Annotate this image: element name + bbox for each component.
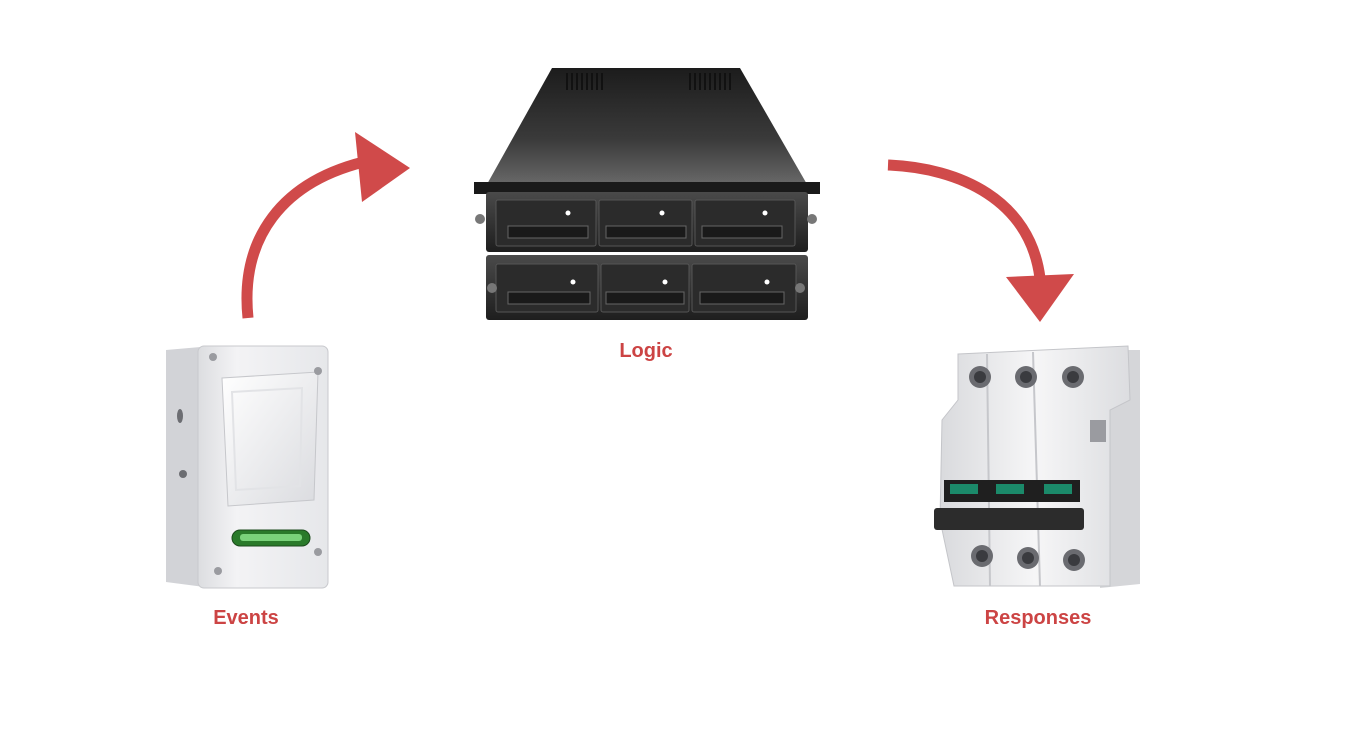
node-label-responses: Responses xyxy=(984,607,1092,629)
node-label-logic: Logic xyxy=(619,340,673,362)
motion-sensor-icon xyxy=(166,345,329,589)
server-rack-icon xyxy=(474,68,820,320)
circuit-breaker-icon xyxy=(934,345,1140,588)
node-label-events: Events xyxy=(213,607,279,629)
arrow-logic-to-responses xyxy=(887,159,1074,322)
arrow-events-to-logic xyxy=(241,132,410,319)
